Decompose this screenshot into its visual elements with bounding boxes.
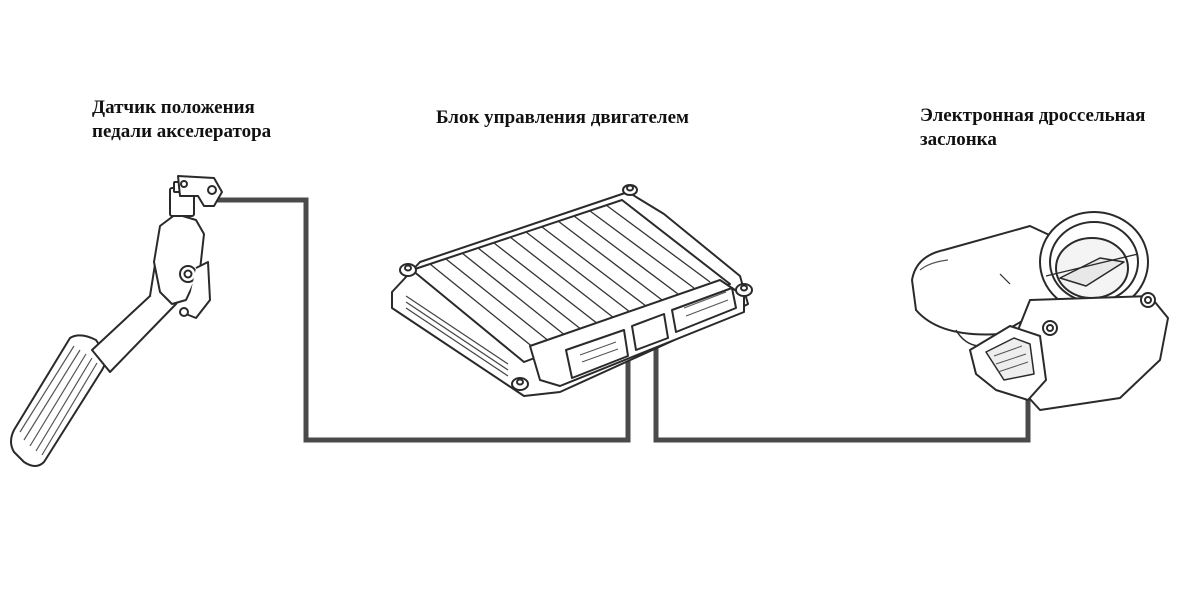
ecu-label: Блок управления двигателем [436,106,689,130]
pedal-sensor-label: Датчик положения педали акселератора [92,96,271,144]
accelerator-pedal-illustration [10,175,223,467]
pedal-sensor-label-line1: Датчик положения [92,97,255,118]
ecu-label-text: Блок управления двигателем [436,107,689,128]
wiring [205,197,1031,443]
wire-pedal-to-ecu [205,197,631,443]
pedal-sensor-label-line2: педали акселератора [92,121,272,142]
wire-ecu-to-throttle [653,340,1031,443]
throttle-label-line1: Электронная дроссельная [920,105,1146,126]
ecu-illustration [391,184,753,397]
throttle-body-illustration [911,211,1169,411]
throttle-label-line2: заслонка [920,129,997,150]
throttle-label: Электронная дроссельная заслонка [920,104,1145,152]
